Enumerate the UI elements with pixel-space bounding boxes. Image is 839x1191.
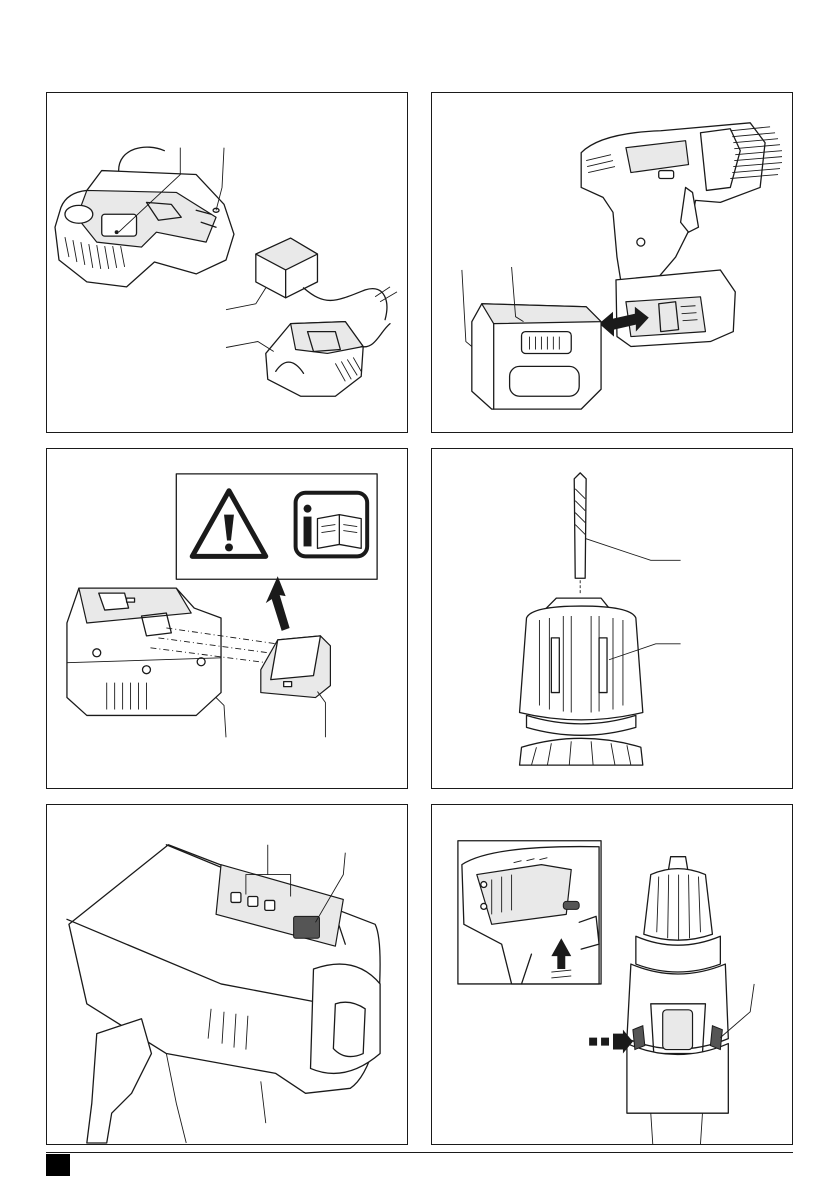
footer-rule xyxy=(46,1152,793,1153)
charger-cradle-icon xyxy=(266,322,390,397)
callout-line xyxy=(216,698,226,738)
charger-cord xyxy=(119,147,165,170)
drill-front-view xyxy=(627,857,728,1144)
callout-line xyxy=(317,692,325,738)
charger-illustration xyxy=(47,93,407,432)
plug-adapter-icon xyxy=(256,238,387,320)
callout-line xyxy=(585,538,680,560)
battery-insertion-illustration xyxy=(432,93,792,432)
direction-switch-illustration xyxy=(432,805,792,1144)
read-manual-icon xyxy=(296,493,368,557)
figure-battery-label xyxy=(46,448,408,789)
drill-bit-chuck-illustration xyxy=(432,449,792,788)
figure-drill-bit-chuck xyxy=(431,448,793,789)
battery-pack-icon xyxy=(67,588,221,715)
arrow-icon xyxy=(266,576,290,631)
drill-nose xyxy=(311,964,381,1073)
callout-line xyxy=(462,270,472,347)
callout-line xyxy=(226,288,266,310)
gauge-button-icon xyxy=(294,916,320,938)
drill-bit-icon xyxy=(574,473,586,593)
label-cap-icon xyxy=(261,636,331,698)
fuel-gauge-illustration xyxy=(47,805,407,1144)
battery-pack-icon xyxy=(472,304,601,409)
battery-label-illustration xyxy=(47,449,407,788)
drill-collar xyxy=(520,738,643,765)
drill-icon xyxy=(581,123,782,347)
callout-line xyxy=(226,342,274,352)
figure-charger xyxy=(46,92,408,433)
figure-direction-switch xyxy=(431,804,793,1145)
inset-detail-icon xyxy=(458,841,601,984)
charger-base-icon xyxy=(55,171,234,287)
figure-battery-insertion xyxy=(431,92,793,433)
figure-fuel-gauge xyxy=(46,804,408,1145)
warning-triangle-icon xyxy=(192,491,266,557)
drill-handle xyxy=(87,1019,152,1143)
page-number-marker xyxy=(46,1154,70,1176)
keyless-chuck-icon xyxy=(520,598,643,735)
